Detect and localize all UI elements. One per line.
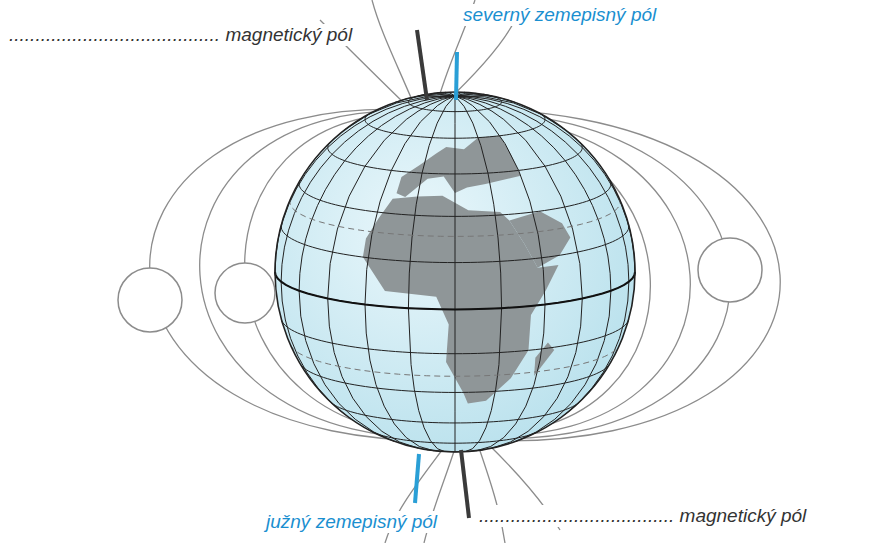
landmass bbox=[509, 211, 570, 268]
geographic-axis bbox=[456, 52, 457, 100]
field-line bbox=[478, 445, 505, 543]
magnetic-axis bbox=[417, 30, 427, 100]
pole-label: severný zemepisný pól bbox=[460, 4, 659, 26]
field-line bbox=[444, 20, 515, 104]
ocean bbox=[275, 92, 635, 452]
direction-circle bbox=[215, 263, 275, 323]
landmass bbox=[397, 136, 521, 197]
globe bbox=[275, 92, 635, 452]
tropic-line bbox=[291, 345, 620, 376]
equator bbox=[275, 272, 635, 309]
direction-circle bbox=[118, 268, 182, 332]
direction-circle bbox=[698, 238, 762, 302]
field-line bbox=[372, 0, 412, 100]
globe-outline bbox=[275, 92, 635, 452]
pole-label: ..................................... ma… bbox=[476, 505, 809, 527]
tropic-line bbox=[290, 199, 620, 237]
geographic-axis bbox=[415, 454, 419, 503]
field-lines bbox=[150, 0, 781, 543]
magnetic-axis bbox=[461, 450, 469, 518]
pole-label: ........................................… bbox=[6, 24, 355, 46]
graticule bbox=[275, 92, 635, 452]
pole-label: južný zemepisný pól bbox=[263, 511, 440, 533]
